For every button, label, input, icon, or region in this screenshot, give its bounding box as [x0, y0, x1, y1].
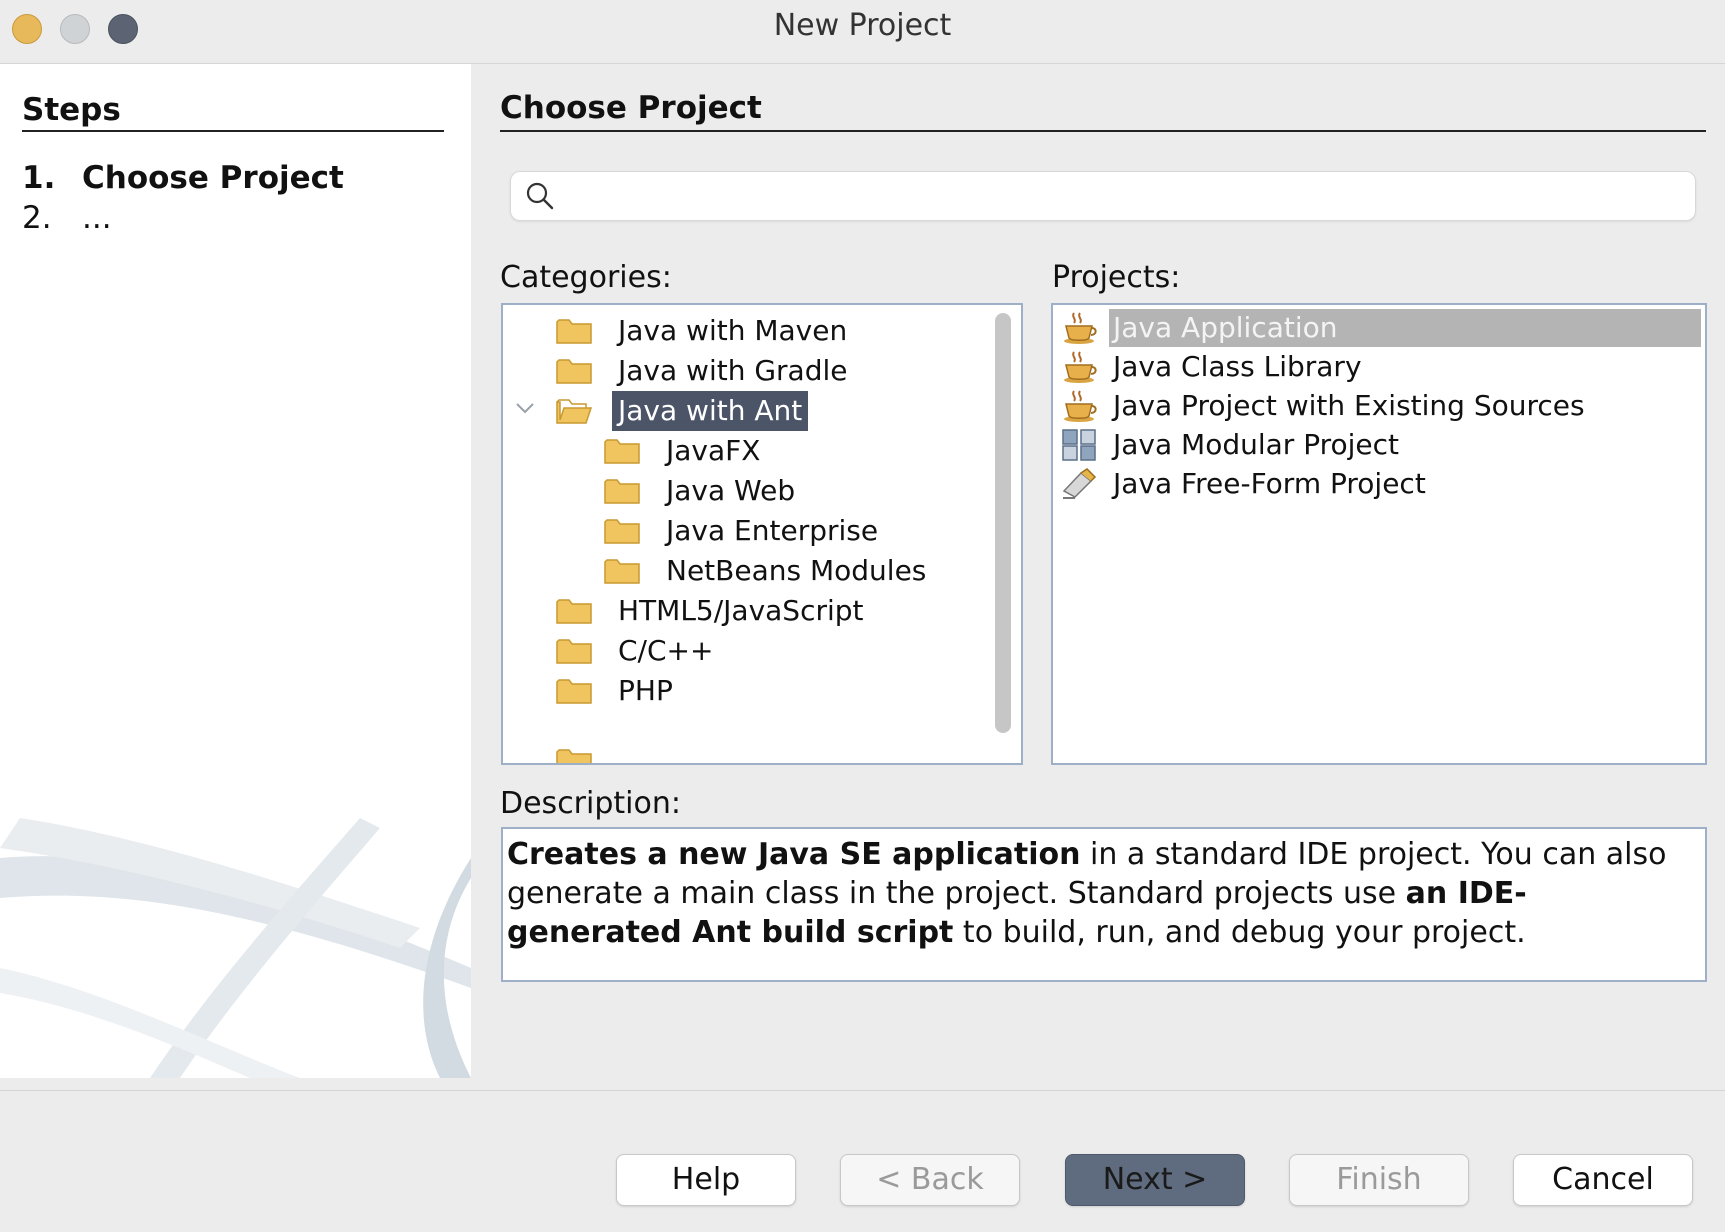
steps-panel: Steps 1. Choose Project 2....: [0, 64, 471, 1078]
category-label: Java Web: [666, 474, 796, 507]
scrollbar-thumb[interactable]: [995, 313, 1011, 733]
folder-icon: [556, 599, 592, 624]
back-button[interactable]: < Back: [840, 1154, 1020, 1206]
project-label: Java Modular Project: [1113, 428, 1400, 461]
category-label: C/C++: [618, 634, 714, 667]
description-label: Description:: [500, 786, 681, 821]
title-bar: New Project: [0, 0, 1725, 64]
projects-label: Projects:: [1052, 260, 1181, 295]
folder-icon: [604, 479, 640, 504]
maximize-window-button[interactable]: [108, 14, 138, 44]
java-cup-icon: [1064, 390, 1097, 422]
categories-label: Categories:: [500, 260, 672, 295]
step-number: 2.: [22, 200, 52, 236]
category-label: HTML5/JavaScript: [618, 594, 864, 627]
categories-scrollbar[interactable]: [995, 313, 1011, 733]
search-icon: [526, 182, 554, 210]
description-bold-text: Creates a new Java SE application: [507, 837, 1081, 872]
minimize-window-button[interactable]: [60, 14, 90, 44]
finish-button[interactable]: Finish: [1289, 1154, 1469, 1206]
project-item[interactable]: Java Project with Existing Sources: [1057, 387, 1699, 425]
open-folder-icon: [556, 399, 592, 424]
folder-icon: [604, 559, 640, 584]
step-label: ...: [82, 200, 112, 236]
folder-icon: [556, 639, 592, 664]
category-label: Java with Maven: [618, 314, 848, 347]
search-box: [510, 171, 1696, 221]
description-text-segment: in a standard IDE project. You can also …: [507, 837, 1667, 911]
category-label: Java with Gradle: [618, 354, 848, 387]
footer-divider: [0, 1090, 1725, 1091]
step-number: 1.: [22, 160, 56, 196]
page-title: Choose Project: [500, 90, 762, 126]
folder-icon: [556, 749, 592, 763]
step-label: Choose Project: [82, 160, 344, 196]
java-cup-icon: [1064, 351, 1097, 383]
projects-list[interactable]: Java Application Java Class Library Java…: [1051, 303, 1707, 765]
project-item[interactable]: Java Free-Form Project: [1057, 465, 1699, 503]
next-button[interactable]: Next >: [1065, 1154, 1245, 1206]
category-label: JavaFX: [666, 434, 761, 467]
close-window-button[interactable]: [12, 14, 42, 44]
window-title: New Project: [773, 8, 952, 43]
chevron-down-icon[interactable]: [514, 397, 536, 419]
project-label: Java Application: [1109, 309, 1701, 347]
folder-icon: [556, 319, 592, 344]
title-divider: [500, 130, 1706, 132]
help-button[interactable]: Help: [616, 1154, 796, 1206]
step-item: 2....: [22, 200, 112, 236]
project-item[interactable]: Java Class Library: [1057, 348, 1699, 386]
description-text-segment: to build, run, and debug your project.: [953, 915, 1526, 950]
description-bold-text: an IDE-generated Ant build script: [507, 876, 1527, 950]
folder-icon: [556, 679, 592, 704]
description-text: Creates a new Java SE application in a s…: [507, 835, 1687, 952]
modular-project-icon: [1062, 429, 1096, 461]
project-label: Java Class Library: [1113, 350, 1362, 383]
categories-tree[interactable]: Java with Maven Java with Gradle Java wi…: [501, 303, 1023, 765]
category-label: NetBeans Modules: [666, 554, 927, 587]
cancel-button[interactable]: Cancel: [1513, 1154, 1693, 1206]
folder-icon: [604, 439, 640, 464]
description-box: Creates a new Java SE application in a s…: [501, 827, 1707, 982]
category-label: Java with Ant: [612, 391, 809, 431]
steps-divider: [22, 130, 444, 132]
decorative-swoosh-image: [0, 818, 471, 1078]
project-item[interactable]: Java Modular Project: [1057, 426, 1699, 464]
project-label: Java Free-Form Project: [1113, 467, 1426, 500]
category-label: PHP: [618, 674, 673, 707]
step-item: 1. Choose Project: [22, 160, 344, 196]
steps-heading: Steps: [22, 92, 121, 128]
search-input[interactable]: [569, 178, 1683, 214]
category-label: Java Enterprise: [666, 514, 879, 547]
freeform-project-icon: [1062, 468, 1097, 499]
java-cup-icon: [1064, 312, 1097, 344]
project-label: Java Project with Existing Sources: [1113, 389, 1585, 422]
folder-icon: [604, 519, 640, 544]
folder-icon: [556, 359, 592, 384]
project-item-selected[interactable]: Java Application: [1057, 309, 1701, 347]
